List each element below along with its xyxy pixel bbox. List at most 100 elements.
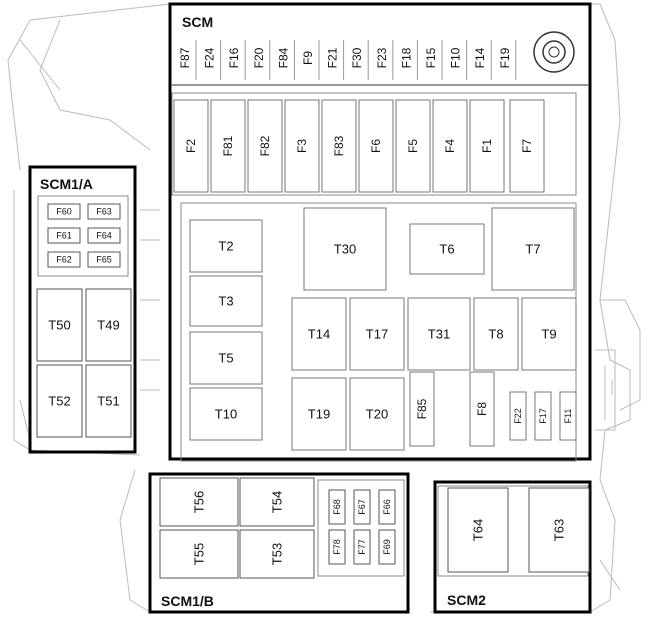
relay-t30: T30 bbox=[303, 207, 387, 291]
fuse-label: F21 bbox=[326, 47, 340, 68]
fuse-f4-label: F4 bbox=[443, 139, 457, 153]
relay-t2-label: T2 bbox=[218, 239, 233, 254]
fuse-f18: F18 bbox=[399, 40, 418, 80]
fuse-f78-label: F78 bbox=[332, 539, 342, 555]
scm2-relay-grid: T64 T63 bbox=[447, 487, 590, 573]
relay-t9: T9 bbox=[521, 297, 577, 371]
fuse-f69: F69 bbox=[378, 529, 396, 565]
fuse-f62-label: F62 bbox=[56, 255, 72, 265]
relay-t3-label: T3 bbox=[218, 294, 233, 309]
fuse-label: F14 bbox=[473, 47, 487, 68]
fuse-f64: F64 bbox=[87, 227, 121, 244]
fuse-f65: F65 bbox=[87, 251, 121, 268]
fuse-f16: F16 bbox=[227, 40, 246, 80]
fuse-f7-label: F7 bbox=[520, 139, 534, 153]
fuse-f4: F4 bbox=[432, 99, 468, 193]
fuse-f61: F61 bbox=[47, 227, 81, 244]
fuse-f78: F78 bbox=[328, 529, 346, 565]
relay-t51: T51 bbox=[85, 364, 132, 438]
fuse-f1-label: F1 bbox=[480, 139, 494, 153]
relay-t3: T3 bbox=[189, 275, 263, 327]
relay-t51-label: T51 bbox=[97, 394, 119, 409]
fuse-f20: F20 bbox=[252, 40, 271, 80]
relay-t6: T6 bbox=[409, 223, 485, 275]
relay-t14-label: T14 bbox=[308, 327, 330, 342]
relay-t7-label: T7 bbox=[525, 242, 540, 257]
relay-t54-label: T54 bbox=[270, 491, 285, 513]
fuse-label: F84 bbox=[276, 47, 290, 68]
fuse-f84: F84 bbox=[276, 40, 295, 80]
relay-t63-label: T63 bbox=[552, 519, 567, 541]
relay-t52-label: T52 bbox=[48, 394, 70, 409]
fuse-f83-label: F83 bbox=[332, 135, 346, 156]
fuse-label: F15 bbox=[424, 47, 438, 68]
relay-t10: T10 bbox=[189, 387, 263, 441]
relay-t30-label: T30 bbox=[334, 242, 356, 257]
relay-t2: T2 bbox=[189, 219, 263, 273]
scm1a-label: SCM1/A bbox=[40, 176, 93, 192]
fuse-f2-label: F2 bbox=[184, 139, 198, 153]
relay-t17-label: T17 bbox=[366, 327, 388, 342]
fuse-f1: F1 bbox=[469, 99, 505, 193]
fuse-f7: F7 bbox=[509, 99, 545, 193]
relay-t20: T20 bbox=[349, 377, 405, 451]
fuse-f8-label: F8 bbox=[475, 402, 489, 416]
relay-t5: T5 bbox=[189, 331, 263, 385]
relay-t63: T63 bbox=[528, 487, 590, 573]
fuse-f66-label: F66 bbox=[382, 499, 392, 515]
relay-t50: T50 bbox=[36, 288, 83, 362]
relay-t55: T55 bbox=[159, 529, 239, 579]
fuse-label: F9 bbox=[301, 51, 315, 65]
fuse-f60: F60 bbox=[47, 203, 81, 220]
fuse-f6-label: F6 bbox=[369, 139, 383, 153]
fuse-f85: F85 bbox=[409, 371, 435, 447]
relay-t10-label: T10 bbox=[215, 407, 237, 422]
scm-label: SCM bbox=[182, 14, 213, 30]
fuse-f82: F82 bbox=[247, 99, 283, 193]
relay-t5-label: T5 bbox=[218, 351, 233, 366]
relay-t53-label: T53 bbox=[270, 543, 285, 565]
fuse-label: F23 bbox=[375, 47, 389, 68]
fuse-f60-label: F60 bbox=[56, 207, 72, 217]
fuse-f77-label: F77 bbox=[357, 539, 367, 555]
fuse-f83: F83 bbox=[321, 99, 357, 193]
bolt-terminal-icon bbox=[533, 31, 575, 73]
fuse-f24: F24 bbox=[203, 40, 222, 80]
fuse-f21: F21 bbox=[326, 40, 345, 80]
fuse-f15: F15 bbox=[424, 40, 443, 80]
fuse-f64-label: F64 bbox=[96, 231, 112, 241]
fuse-label: F30 bbox=[350, 47, 364, 68]
fuse-label: F87 bbox=[178, 47, 192, 68]
fuse-label: F18 bbox=[399, 47, 413, 68]
fuse-f85-label: F85 bbox=[415, 398, 429, 419]
fuse-f69-label: F69 bbox=[382, 539, 392, 555]
fuse-f62: F62 bbox=[47, 251, 81, 268]
fuse-f6: F6 bbox=[358, 99, 394, 193]
fuse-f17: F17 bbox=[534, 391, 552, 441]
fuse-f22: F22 bbox=[509, 391, 527, 441]
fuse-f5-label: F5 bbox=[406, 139, 420, 153]
relay-t50-label: T50 bbox=[48, 318, 70, 333]
fuse-f65-label: F65 bbox=[96, 255, 112, 265]
relay-t19: T19 bbox=[291, 377, 347, 451]
fuse-label: F16 bbox=[227, 47, 241, 68]
fuse-f11: F11 bbox=[559, 391, 577, 441]
fuse-f23: F23 bbox=[375, 40, 394, 80]
relay-t55-label: T55 bbox=[192, 543, 207, 565]
relay-t7: T7 bbox=[491, 207, 575, 291]
relay-t56: T56 bbox=[159, 477, 239, 527]
housing-outline bbox=[7, 3, 641, 613]
relay-t64: T64 bbox=[447, 487, 509, 573]
fuse-f87: F87 bbox=[178, 40, 197, 80]
relay-t8-label: T8 bbox=[488, 327, 503, 342]
